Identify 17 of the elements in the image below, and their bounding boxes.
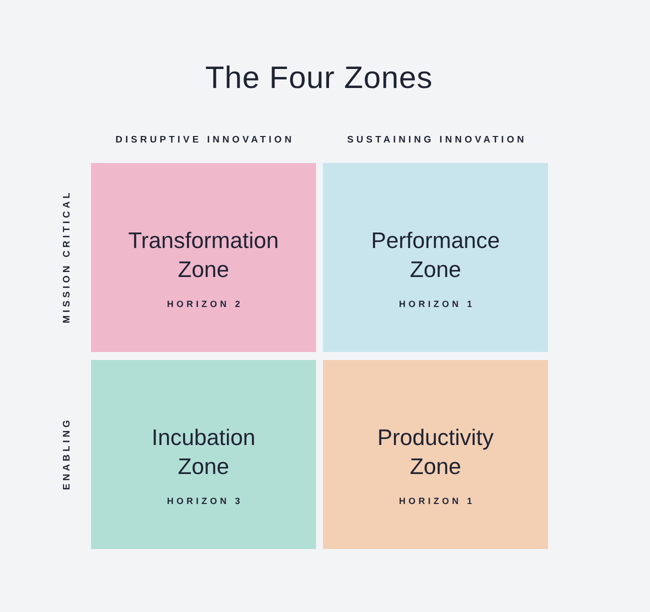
zone-title: Transformation Zone [127, 227, 280, 284]
horizon-label: HORIZON 3 [166, 496, 243, 506]
zone-box [323, 360, 548, 549]
zone-title: Performance Zone [370, 227, 501, 284]
zone-box [91, 360, 316, 549]
zone-box [91, 163, 316, 352]
horizon-label: HORIZON 1 [398, 299, 475, 309]
row-header: ENABLING [62, 417, 72, 492]
horizon-label: HORIZON 1 [398, 496, 475, 506]
row-header: MISSION CRITICAL [62, 190, 72, 326]
column-header: DISRUPTIVE INNOVATION [114, 134, 294, 146]
column-header: SUSTAINING INNOVATION [346, 134, 527, 146]
horizon-label: HORIZON 2 [166, 299, 243, 309]
zone-box [323, 163, 548, 352]
zone-title: Incubation Zone [150, 424, 256, 481]
diagram-title: The Four Zones [205, 59, 433, 97]
zone-title: Productivity Zone [376, 424, 495, 481]
